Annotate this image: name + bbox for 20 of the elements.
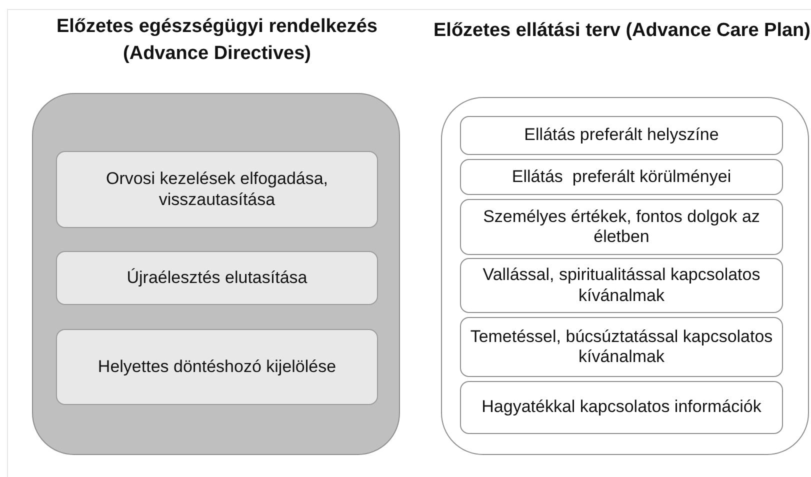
item-box — [460, 159, 783, 195]
item-text: Temetéssel, búcsúztatással kapcsolatos kívánalmak — [469, 326, 774, 368]
panel-heading: Előzetes ellátási terv (Advance Care Plan) — [432, 19, 811, 43]
item-text: Személyes értékek, fontos dolgok az életben — [482, 206, 761, 248]
item-box — [460, 199, 783, 255]
item-text: Helyettes döntéshozó kijelölése — [98, 356, 336, 378]
item-text: Vallással, spiritualitással kapcsolatos kívánalmak — [482, 265, 762, 306]
panel-heading: Előzetes egészségügyi rendelkezés (Advance Directives) — [55, 15, 379, 66]
item-box — [460, 317, 783, 377]
item-text: Újraélesztés elutasítása — [126, 268, 308, 288]
item-text: Hagyatékkal kapcsolatos információk — [482, 397, 762, 418]
item-box — [460, 258, 783, 313]
item-text: Ellátás preferált körülményei — [512, 166, 732, 188]
item-box — [56, 251, 378, 305]
item-text: Orvosi kezelések elfogadása, visszautasítása — [104, 169, 330, 210]
item-box — [460, 381, 783, 434]
item-box — [56, 151, 378, 228]
item-box — [460, 116, 783, 155]
item-box — [56, 329, 378, 405]
item-text: Ellátás preferált helyszíne — [524, 125, 719, 146]
